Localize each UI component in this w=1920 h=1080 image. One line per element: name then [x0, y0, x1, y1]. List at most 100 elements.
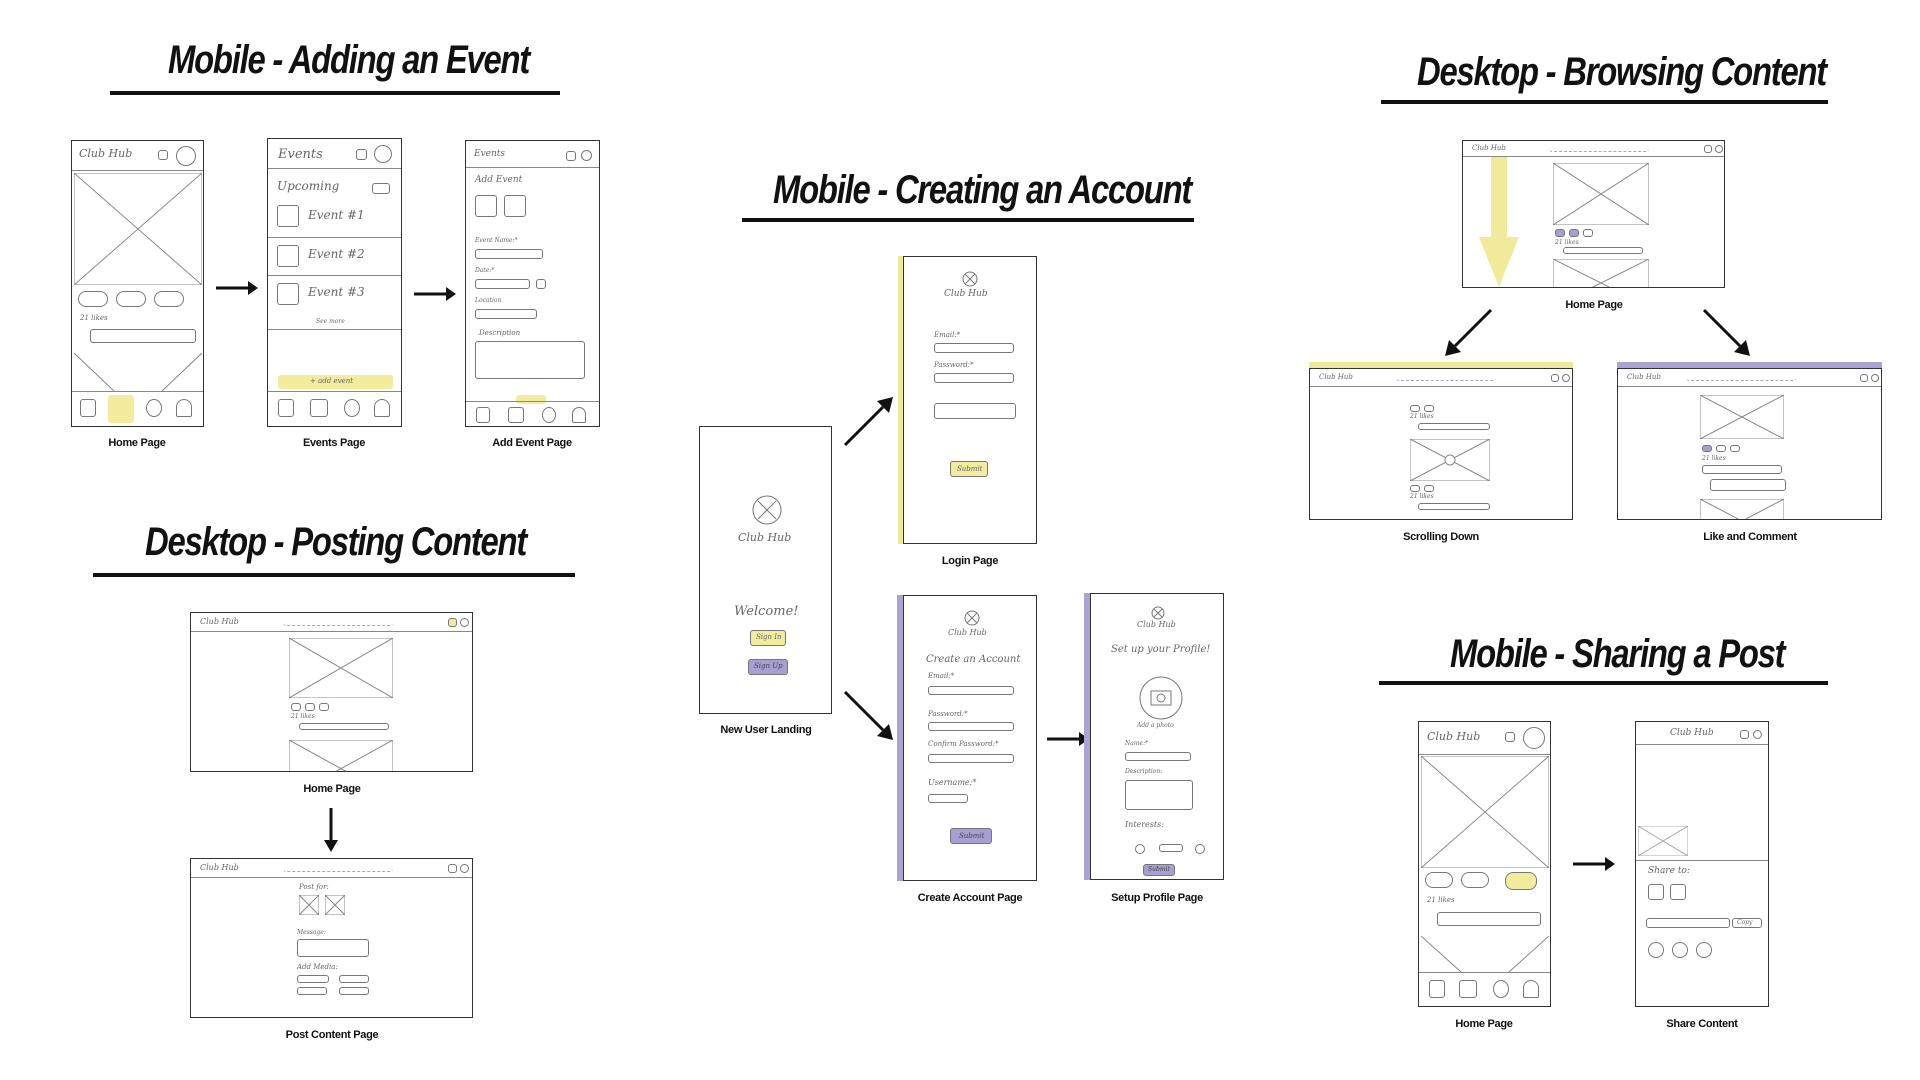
desktop-like-comment-frame: Club Hub 21 likes — [1617, 368, 1882, 520]
caption: Home Page — [108, 437, 166, 449]
media-option-button — [339, 975, 369, 983]
new-user-landing-frame: Club Hub Welcome! Sign In Sign Up — [699, 426, 832, 714]
nav-menu — [1549, 145, 1649, 152]
events-nav-icon — [508, 407, 524, 423]
submit-button: Submit — [1143, 864, 1175, 876]
app-title: Club Hub — [79, 147, 133, 160]
password-field — [928, 722, 1014, 731]
nav-menu — [1396, 374, 1496, 381]
title-underline — [1381, 100, 1828, 104]
add-icon — [356, 149, 367, 160]
notifications-nav-icon — [1523, 980, 1539, 998]
highlight-bar — [898, 256, 903, 544]
add-icon — [158, 150, 168, 160]
notifications-nav-icon — [176, 399, 192, 417]
club-option-icon — [299, 895, 319, 915]
clubs-nav-icon — [344, 399, 360, 417]
description-label: Description: — [1125, 768, 1163, 775]
image-placeholder-icon — [1421, 936, 1549, 972]
avatar-icon — [176, 146, 196, 166]
app-title: Club Hub — [944, 289, 988, 299]
image-placeholder-icon — [1553, 259, 1649, 287]
share-icon — [319, 703, 329, 711]
title-posting-content: Desktop - Posting Content — [145, 520, 527, 564]
add-icon — [1740, 730, 1749, 739]
app-title: Club Hub — [1319, 373, 1353, 381]
caption: Like and Comment — [1703, 531, 1797, 543]
comment-icon — [1424, 405, 1434, 412]
like-icon — [1410, 485, 1420, 492]
post-for-label: Post for: — [299, 883, 329, 891]
events-title: Events — [474, 149, 506, 159]
event-item: Event #1 — [308, 208, 365, 222]
caption: Events Page — [302, 437, 366, 449]
avatar-icon — [460, 618, 469, 627]
email-label: Email:* — [934, 331, 961, 339]
sign-in-button: Sign In — [750, 630, 786, 646]
share-icon — [154, 291, 184, 307]
avatar-icon — [1562, 374, 1570, 382]
comment-icon — [1569, 229, 1579, 237]
image-placeholder-icon — [289, 740, 393, 771]
interests-label: Interests: — [1125, 820, 1164, 829]
upcoming-label: Upcoming — [277, 179, 340, 193]
username-label: Username:* — [928, 778, 977, 787]
caption: Add Event Page — [492, 437, 572, 449]
caption: Home Page — [1565, 299, 1623, 311]
caption: Share Content — [1666, 1018, 1738, 1030]
flow-arrow — [324, 808, 338, 852]
event-item: Event #3 — [308, 285, 365, 299]
app-title: Club Hub — [948, 628, 987, 637]
description-field — [1125, 780, 1193, 810]
flow-arrow — [1047, 732, 1089, 746]
title-creating-account: Mobile - Creating an Account — [773, 168, 1192, 212]
home-nav-icon — [1429, 980, 1445, 998]
password-label: Password:* — [928, 710, 968, 718]
description-field — [475, 341, 585, 379]
media-option-button — [297, 975, 329, 983]
caption: Home Page — [303, 783, 361, 795]
share-icon — [1730, 445, 1740, 452]
instagram-icon — [1672, 942, 1688, 958]
flow-arrow — [216, 281, 258, 295]
caption: Create Account Page — [917, 892, 1023, 904]
logo-icon — [964, 610, 980, 626]
comment-field — [1563, 247, 1643, 254]
title-underline — [742, 218, 1194, 222]
avatar-icon — [1715, 145, 1723, 153]
email-label: Email:* — [928, 672, 955, 680]
caption: Scrolling Down — [1403, 531, 1479, 543]
highlight-bar — [1309, 362, 1573, 368]
name-field — [1125, 752, 1191, 761]
add-icon — [1505, 732, 1515, 742]
avatar-icon — [374, 145, 392, 163]
email-field — [934, 343, 1014, 353]
confirm-password-field — [928, 754, 1014, 763]
like-icon — [78, 291, 108, 307]
club-option-icon — [1648, 884, 1664, 900]
share-icon[interactable] — [1505, 872, 1537, 890]
home-nav-icon — [278, 399, 294, 417]
likes-count: 21 likes — [80, 314, 108, 322]
logo-icon — [1151, 606, 1165, 620]
comment-input — [1702, 465, 1782, 474]
app-title: Club Hub — [1670, 728, 1714, 738]
flow-arrow — [1702, 308, 1750, 356]
likes-count: 21 likes — [1410, 413, 1434, 420]
club-option-icon — [1670, 884, 1686, 900]
avatar-icon — [581, 150, 592, 161]
comment-icon — [1461, 872, 1489, 888]
highlight-bar — [1084, 593, 1090, 880]
interest-option — [1195, 844, 1205, 854]
avatar-icon — [1753, 730, 1762, 739]
date-label: Date:* — [475, 267, 495, 274]
username-field — [928, 794, 968, 803]
sign-up-button: Sign Up — [748, 659, 788, 675]
avatar-icon — [460, 864, 469, 873]
image-placeholder-icon — [1410, 439, 1490, 481]
message-label: Message: — [297, 929, 326, 936]
add-icon — [1704, 145, 1712, 153]
comment-icon — [116, 291, 146, 307]
flow-arrow — [1573, 857, 1615, 871]
likes-count: 21 likes — [1555, 239, 1579, 246]
